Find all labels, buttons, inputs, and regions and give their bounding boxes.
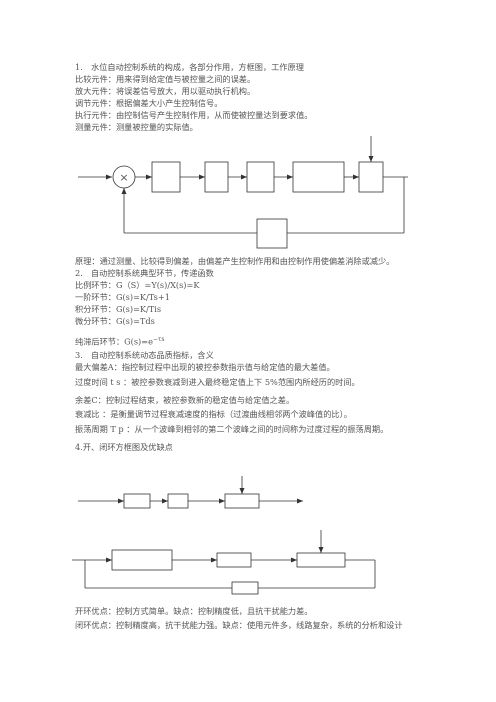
- closed-loop-pros-cons: 闭环优点：控制精度高，抗干扰能力强。缺点：使用元件多，线路复杂，系统的分析和设计: [75, 620, 403, 630]
- offset-definition: 余差C：控制过程结束，被控参数新的稳定值与给定值之差。: [75, 395, 295, 405]
- pure-delay-exponent: −τs: [152, 336, 165, 343]
- comparator-description: 比较元件：用来得到给定值与被控量之间的误差。: [75, 74, 256, 84]
- amplifier-description: 放大元件：将误差信号放大，用以驱动执行机构。: [75, 86, 256, 96]
- block-measurement: [256, 218, 288, 249]
- actuator-description: 执行元件：由控制信号产生控制作用，从而使被控量达到要求值。: [75, 110, 313, 120]
- arrowhead-input: [106, 174, 112, 180]
- closed-loop-block-3: [296, 552, 346, 568]
- section3-heading: 3. 自动控制系统动态品质指标，含义: [75, 350, 214, 360]
- pure-delay-label: 纯滞后环节：G(s)=e: [75, 336, 153, 347]
- arrowhead-feedback: [121, 188, 127, 194]
- section4-heading: 4.开、闭环方框图及优缺点: [75, 442, 173, 452]
- arrowhead-disturbance: [368, 156, 374, 162]
- open-loop-pros-cons: 开环优点：控制方式简单。缺点：控制精度低，且抗干扰能力差。: [75, 606, 313, 616]
- pure-delay-element: 纯滞后环节：G(s)=e−τs: [75, 334, 164, 348]
- section1-heading: 1. 水位自动控制系统的构成，各部分作用，方框图，工作原理: [75, 62, 304, 72]
- first-order-element: 一阶环节：G(s)=K/Ts+1: [75, 292, 170, 302]
- closed-loop-feedback-block: [231, 581, 259, 595]
- closed-loop-block-2: [216, 552, 252, 568]
- regulator-description: 调节元件：根据偏差大小产生控制信号。: [75, 98, 223, 108]
- derivative-element: 微分环节：G(s)=Tds: [75, 316, 155, 326]
- proportional-element: 比例环节：G（S）=Y(s)/X(s)=K: [75, 280, 200, 290]
- summing-symbol: ×: [119, 171, 128, 184]
- closed-loop-block-1: [111, 549, 173, 571]
- oscillation-period-definition: 振荡周期 T p ：从一个波峰到相邻的第二个波峰之间的时间称为过度过程的振荡周期…: [75, 424, 389, 434]
- max-deviation-definition: 最大偏差A：指控制过程中出现的被控参数指示值与给定值的最大差值。: [75, 362, 335, 372]
- settling-time-definition: 过度时间 t s ：被控参数衰减到进入最终稳定值上下 5%范围内所经历的时间。: [75, 377, 360, 387]
- measurement-description: 测量元件：测量被控量的实际值。: [75, 122, 198, 132]
- block-actuator: [246, 161, 275, 193]
- section2-heading: 2. 自动控制系统典型环节，传递函数: [75, 268, 214, 278]
- decay-ratio-definition: 衰减比 ：是衡量调节过程衰减速度的指标（过渡曲线相邻两个波峰值的比）。: [75, 409, 352, 419]
- principle-text: 原理：通过测量、比较得到偏差，由偏差产生控制作用和由控制作用使偏差消除或减少。: [75, 256, 395, 266]
- integral-element: 积分环节：G(s)=K/Tis: [75, 304, 162, 314]
